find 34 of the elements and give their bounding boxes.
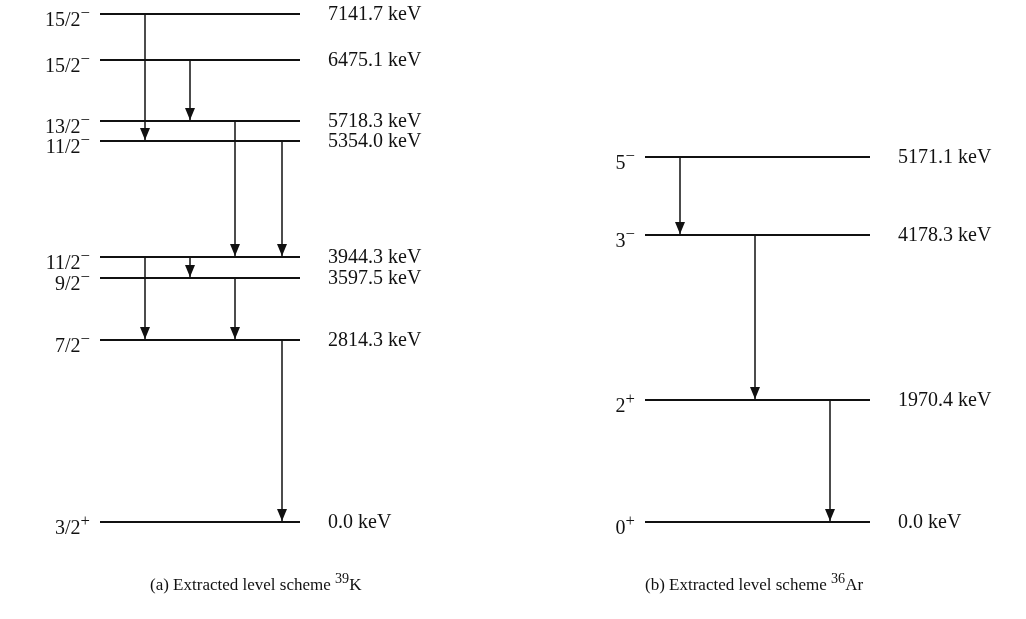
spin-label: 5$^{−}$ [615,145,635,173]
energy-label: 0.0 keV [328,510,392,532]
spin-label: 3/2$^{+}$ [55,510,90,538]
transition-arrow [230,121,240,257]
transition-arrow [185,60,195,121]
transition-arrow [277,141,287,257]
transition-arrow [750,235,760,400]
transition-arrow [230,278,240,340]
energy-label: 0.0 keV [898,510,962,532]
energy-label: 5718.3 keV [328,109,422,131]
energy-label: 5354.0 keV [328,129,422,151]
energy-label: 4178.3 keV [898,223,992,245]
energy-label: 7141.7 keV [328,2,422,24]
caption: (b) Extracted level scheme $^{36}$Ar [645,570,864,595]
spin-label: 11/2$^{−}$ [45,245,90,273]
spin-label: 7/2$^{−}$ [55,328,90,356]
transition-arrow [140,14,150,141]
energy-label: 3944.3 keV [328,245,422,267]
spin-label: 15/2$^{−}$ [45,48,90,76]
energy-label: 3597.5 keV [328,266,422,288]
energy-label: 2814.3 keV [328,328,422,350]
spin-label: 0$^{+}$ [615,510,635,538]
spin-label: 15/2$^{−}$ [45,2,90,30]
transition-arrow [277,340,287,522]
transition-arrow [675,157,685,235]
caption: (a) Extracted level scheme $^{39}$K [150,570,362,595]
transition-arrow [140,257,150,340]
transition-arrow [185,257,195,278]
spin-label: 2$^{+}$ [615,388,635,416]
spin-label: 3$^{−}$ [615,223,635,251]
energy-label: 5171.1 keV [898,145,992,167]
energy-label: 6475.1 keV [328,48,422,70]
transition-arrow [825,400,835,522]
energy-label: 1970.4 keV [898,388,992,410]
